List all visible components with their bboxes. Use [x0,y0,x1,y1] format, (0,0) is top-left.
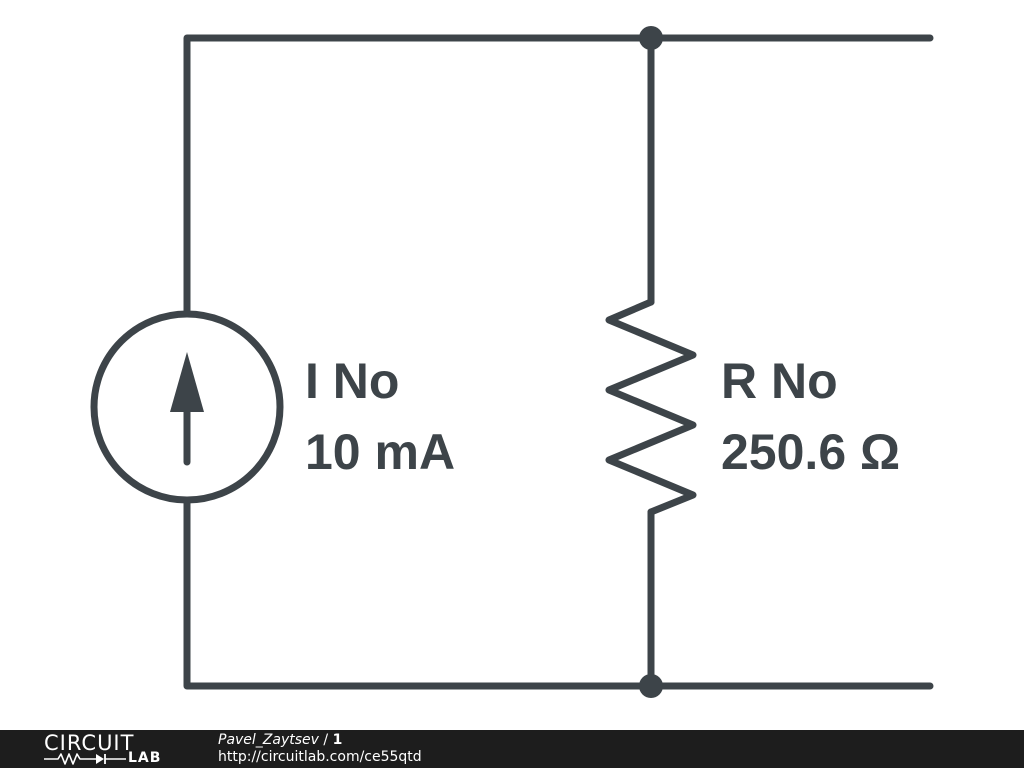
brand-lab-text: LAB [128,750,162,766]
resistor-value-label: 250.6 Ω [721,424,900,480]
resistor-diode-logo-icon [44,753,126,765]
wire-top [183,34,934,316]
circuit-schematic: I No 10 mA R No 250.6 Ω [90,26,934,698]
circuitlab-logo[interactable]: CIRCUIT LAB [44,732,174,766]
wire-bottom [183,498,934,690]
revision-number: 1 [332,732,343,748]
author-name[interactable]: Pavel_Zaytsev [218,732,319,748]
current-source-value-label: 10 mA [305,424,455,480]
current-source-name-label: I No [305,353,399,409]
resistor-name-label: R No [721,353,838,409]
footer-bar: CIRCUIT LAB Pavel_Zaytsev / 1 http://cir… [0,730,1024,768]
brand-circuit-text: CIRCUIT [44,731,135,755]
resistor-zigzag-icon [605,298,697,516]
junction-node-top [639,26,663,50]
current-source-arrow-up-icon [90,310,284,504]
circuit-url-link[interactable]: http://circuitlab.com/ce55qtd [218,749,422,765]
author-separator: / [318,732,333,748]
author-line: Pavel_Zaytsev / 1 [218,732,342,748]
junction-node-bottom [639,674,663,698]
